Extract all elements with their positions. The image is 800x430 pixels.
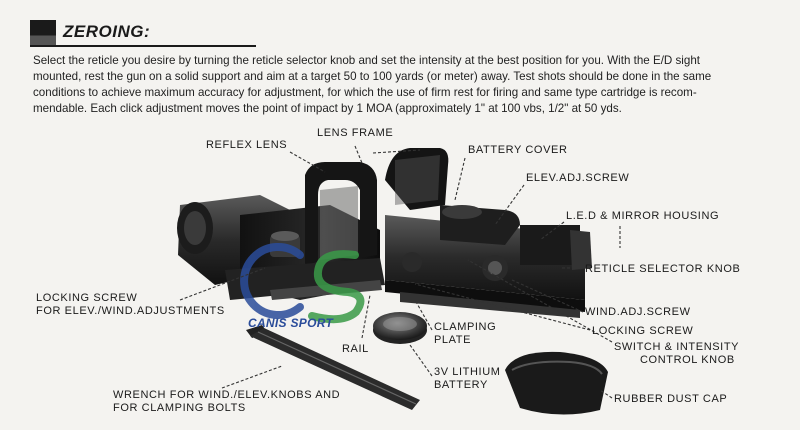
label-line: LOCKING SCREW bbox=[36, 292, 138, 304]
label-line: PLATE bbox=[434, 334, 472, 346]
label-wrench: WRENCH FOR WIND./ELEV.KNOBS AND FOR CLAM… bbox=[113, 389, 340, 415]
label-line: FOR ELEV./WIND.ADJUSTMENTS bbox=[36, 305, 225, 317]
section-marker bbox=[30, 20, 56, 46]
dust-cap-illustration bbox=[505, 351, 608, 415]
section-title: ZEROING: bbox=[63, 22, 151, 41]
intro-line: Select the reticle you desire by turning… bbox=[33, 54, 700, 67]
label-line: CLAMPING bbox=[434, 321, 497, 333]
left-sight-illustration bbox=[177, 162, 385, 300]
leader-lines bbox=[179, 145, 621, 399]
intro-line: mendable. Each click adjustment moves th… bbox=[33, 102, 622, 115]
label-line: CONTROL KNOB bbox=[640, 354, 735, 366]
label-switch-intensity-knob: SWITCH & INTENSITY CONTROL KNOB bbox=[614, 341, 739, 367]
label-line: SWITCH & INTENSITY bbox=[614, 341, 740, 353]
label-wind-adj-screw: WIND.ADJ.SCREW bbox=[585, 306, 691, 318]
label-elev-adj-screw: ELEV.ADJ.SCREW bbox=[526, 172, 630, 184]
label-locking-screw: LOCKING SCREW bbox=[592, 325, 694, 337]
label-rubber-dust-cap: RUBBER DUST CAP bbox=[614, 393, 728, 405]
label-battery: 3V LITHIUM BATTERY bbox=[434, 366, 501, 392]
label-rail: RAIL bbox=[342, 343, 369, 355]
section-rule bbox=[30, 45, 256, 47]
wrench-illustration bbox=[246, 325, 420, 410]
label-line: WRENCH FOR WIND./ELEV.KNOBS AND bbox=[113, 389, 341, 401]
label-lens-frame: LENS FRAME bbox=[317, 127, 394, 139]
label-reflex-lens: REFLEX LENS bbox=[206, 139, 288, 151]
right-sight-illustration bbox=[385, 148, 592, 318]
intro-line: mounted, rest the gun on a solid support… bbox=[33, 70, 712, 83]
label-locking-screw-elev-wind: LOCKING SCREW FOR ELEV./WIND.ADJUSTMENTS bbox=[36, 292, 225, 318]
label-reticle-selector-knob: RETICLE SELECTOR KNOB bbox=[585, 263, 741, 275]
intro-line: conditions to achieve maximum accuracy f… bbox=[33, 86, 697, 99]
brand-watermark-text: CANIS SPORT bbox=[248, 316, 334, 330]
intro-paragraph: Select the reticle you desire by turning… bbox=[33, 53, 773, 117]
label-line: FOR CLAMPING BOLTS bbox=[113, 402, 246, 414]
label-battery-cover: BATTERY COVER bbox=[468, 144, 568, 156]
battery-illustration bbox=[373, 312, 427, 344]
label-line: BATTERY bbox=[434, 379, 488, 391]
label-led-mirror-housing: L.E.D & MIRROR HOUSING bbox=[566, 210, 720, 222]
brand-logo bbox=[240, 243, 365, 324]
label-clamping-plate: CLAMPING PLATE bbox=[434, 321, 496, 347]
label-line: 3V LITHIUM bbox=[434, 366, 501, 378]
